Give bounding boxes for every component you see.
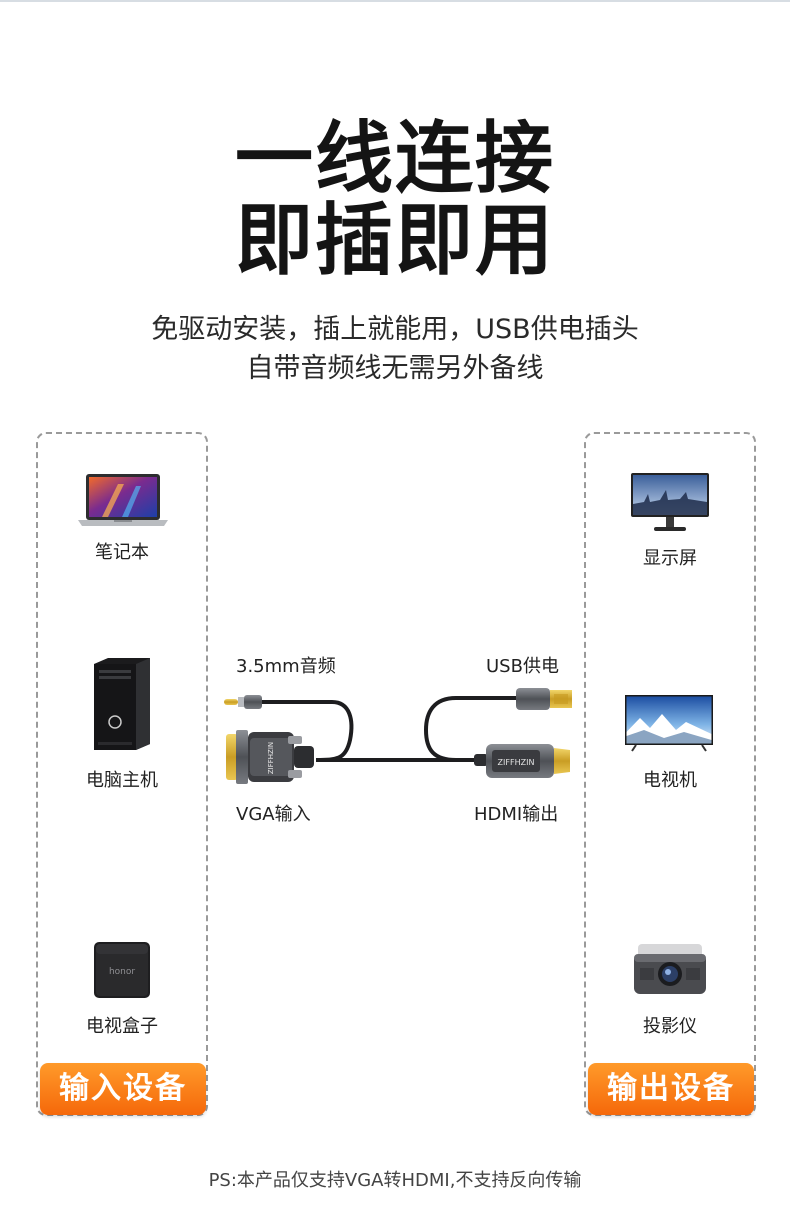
svg-text:ZIFFHZIN: ZIFFHZIN bbox=[267, 742, 275, 774]
output-devices-badge: 输出设备 bbox=[588, 1063, 754, 1115]
laptop-icon bbox=[78, 474, 168, 526]
audio-label: 3.5mm音频 bbox=[236, 656, 336, 677]
audio-plug-icon bbox=[224, 695, 262, 709]
tvbox-label: 电视盒子 bbox=[86, 1016, 158, 1037]
top-divider bbox=[0, 0, 790, 2]
footnote: PS:本产品仅支持VGA转HDMI,不支持反向传输 bbox=[208, 1170, 582, 1191]
usb-plug-icon bbox=[516, 688, 572, 710]
desktop-tower-icon bbox=[94, 658, 150, 750]
vga-to-hdmi-cable-illustration: ZIFFHZIN ZIFFHZIN bbox=[224, 688, 572, 784]
subtitle-line1: 免驱动安装，插上就能用，USB供电插头 bbox=[151, 314, 639, 345]
hdmi-connector-icon: ZIFFHZIN bbox=[474, 744, 570, 778]
laptop-label: 笔记本 bbox=[95, 542, 149, 563]
headline-line1: 一线连接 bbox=[234, 114, 555, 204]
hdmi-output-label: HDMI输出 bbox=[474, 804, 559, 825]
output-devices-panel: 显示屏 电视机 投影仪 输出设备 bbox=[584, 432, 756, 1116]
vga-connector-icon: ZIFFHZIN bbox=[226, 730, 314, 784]
headline-line2: 即插即用 bbox=[234, 196, 555, 286]
projector-icon bbox=[634, 944, 706, 994]
svg-text:ZIFFHZIN: ZIFFHZIN bbox=[498, 758, 535, 767]
pc-label: 电脑主机 bbox=[86, 770, 158, 791]
tvbox-brand-text: honor bbox=[109, 967, 135, 977]
input-devices-badge: 输入设备 bbox=[40, 1063, 206, 1115]
subtitle-line2: 自带音频线无需另外备线 bbox=[246, 353, 544, 384]
vga-input-label: VGA输入 bbox=[236, 804, 311, 825]
monitor-icon bbox=[631, 473, 709, 531]
tv-icon bbox=[625, 695, 713, 752]
tv-box-icon: honor bbox=[94, 942, 150, 998]
input-devices-panel: 笔记本 电脑主机 honor 电视盒子 输入设备 bbox=[36, 432, 208, 1116]
projector-label: 投影仪 bbox=[643, 1016, 697, 1037]
monitor-label: 显示屏 bbox=[643, 548, 697, 569]
usb-power-label: USB供电 bbox=[486, 656, 559, 677]
tv-label: 电视机 bbox=[643, 770, 697, 791]
